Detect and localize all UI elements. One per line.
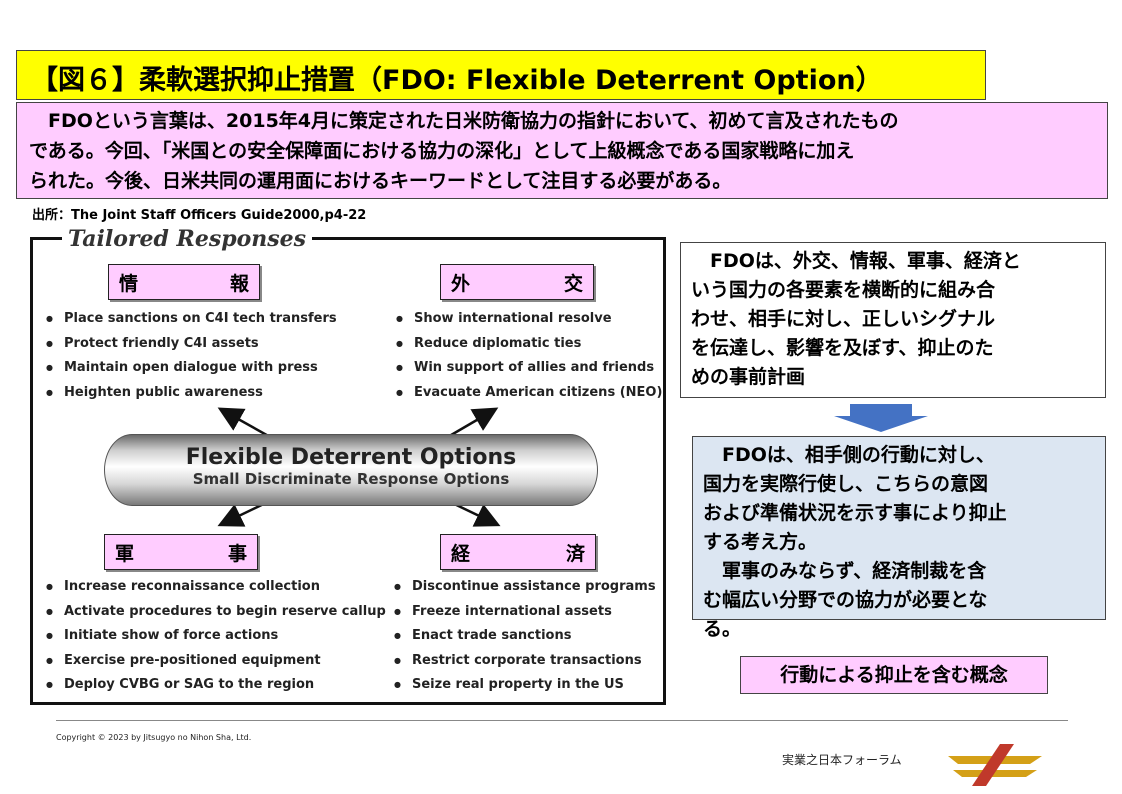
diagram-title: Tailored Responses (62, 226, 313, 252)
category-economic-char1: 経 (451, 542, 471, 565)
category-military-char1: 軍 (115, 542, 135, 565)
arrow-to-diplomacy (445, 407, 499, 440)
down-arrow-icon (834, 404, 928, 432)
intro-text-box: FDOという言葉は、2015年4月に策定された日米防衛協力の指針において、初めて… (16, 102, 1108, 199)
category-info-char2: 報 (229, 272, 249, 295)
economic-list: Discontinue assistance programs Freeze i… (388, 575, 656, 698)
list-item: Activate procedures to begin reserve cal… (40, 600, 386, 625)
diagram-frame (30, 237, 666, 705)
list-item: Increase reconnaissance collection (40, 575, 386, 600)
cylinder-main-label: Flexible Deterrent Options (185, 445, 517, 470)
category-diplomacy-char1: 外 (451, 272, 471, 295)
list-item: Discontinue assistance programs (388, 575, 656, 600)
text-line: する考え方。 (703, 531, 818, 553)
list-item: Freeze international assets (388, 600, 656, 625)
list-item: Enact trade sanctions (388, 624, 656, 649)
fdo-definition-box: FDOは、外交、情報、軍事、経済と いう国力の各要素を横断的に組み合 わせ、相手… (680, 242, 1106, 398)
text-line: および準備状況を示す事により抑止 (703, 502, 1007, 524)
category-info-char1: 情 (119, 272, 139, 295)
intro-line: FDOという言葉は、2015年4月に策定された日米防衛協力の指針において、初めて… (29, 110, 899, 132)
footer-divider (56, 720, 1068, 721)
intro-line: である。今回、「米国との安全保障面における協力の深化」として上級概念である国家戦… (29, 140, 855, 162)
page-title: 【図６】柔軟選択抑止措置（FDO: Flexible Deterrent Opt… (16, 50, 986, 100)
list-item: Place sanctions on C4I tech transfers (40, 307, 337, 332)
text-line: を伝達し、影響を及ぼす、抑止のた (691, 337, 994, 359)
list-item: Initiate show of force actions (40, 624, 386, 649)
category-info: 情 報 (108, 264, 260, 300)
arrow-to-info (217, 407, 273, 440)
list-item: Restrict corporate transactions (388, 649, 656, 674)
copyright-text: Copyright © 2023 by Jitsugyo no Nihon Sh… (56, 733, 252, 742)
jnf-logo-icon (948, 744, 1042, 786)
category-diplomacy: 外 交 (440, 264, 594, 300)
brand-name: 実業之日本フォーラム (782, 753, 902, 767)
text-line: FDOは、外交、情報、軍事、経済と (691, 250, 1021, 272)
list-item: Protect friendly C4I assets (40, 332, 337, 357)
info-list: Place sanctions on C4I tech transfers Pr… (40, 307, 337, 405)
text-line: いう国力の各要素を横断的に組み合 (691, 279, 996, 301)
list-item: Heighten public awareness (40, 381, 337, 406)
list-item: Reduce diplomatic ties (390, 332, 662, 357)
text-line: めの事前計画 (691, 366, 806, 388)
concept-label: 行動による抑止を含む概念 (740, 656, 1048, 694)
list-item: Maintain open dialogue with press (40, 356, 337, 381)
list-item: Seize real property in the US (388, 673, 656, 698)
list-item: Exercise pre-positioned equipment (40, 649, 386, 674)
diplomacy-list: Show international resolve Reduce diplom… (390, 307, 662, 405)
text-line: む幅広い分野での協力が必要とな (703, 589, 988, 611)
list-item: Win support of allies and friends (390, 356, 662, 381)
fdo-concept-box: FDOは、相手側の行動に対し、 国力を実際行使し、こちらの意図 および準備状況を… (692, 436, 1106, 640)
fdo-cylinder: Flexible Deterrent Options Small Discrim… (104, 434, 598, 506)
cylinder-sub-label: Small Discriminate Response Options (192, 470, 510, 488)
category-diplomacy-char2: 交 (563, 272, 583, 295)
list-item: Deploy CVBG or SAG to the region (40, 673, 386, 698)
category-military: 軍 事 (104, 534, 258, 570)
category-military-char2: 事 (227, 542, 247, 565)
intro-line: られた。今後、日米共同の運用面におけるキーワードとして注目する必要がある。 (29, 170, 732, 192)
category-economic-char2: 済 (565, 542, 585, 565)
source-citation: 出所：The Joint Staff Officers Guide2000,p4… (32, 208, 367, 223)
text-line: わせ、相手に対し、正しいシグナル (691, 308, 996, 330)
category-economic: 経 済 (440, 534, 596, 570)
text-line: る。 (703, 618, 742, 640)
list-item: Evacuate American citizens (NEO) (390, 381, 662, 406)
text-line: FDOは、相手側の行動に対し、 (703, 444, 995, 466)
text-line: 国力を実際行使し、こちらの意図 (703, 473, 989, 495)
text-line: 軍事のみならず、経済制裁を含 (703, 560, 987, 582)
list-item: Show international resolve (390, 307, 662, 332)
military-list: Increase reconnaissance collection Activ… (40, 575, 386, 698)
